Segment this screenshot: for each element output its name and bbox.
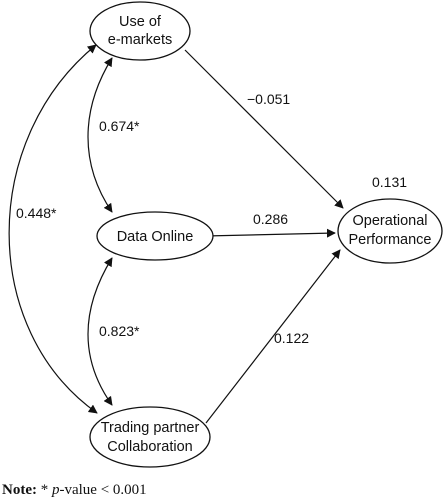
footnote-star: *: [40, 482, 49, 498]
footnote: Note: * p-value < 0.001: [2, 482, 147, 499]
path-diagram: Use of e-markets Data Online Trading par…: [8, 1, 443, 468]
corr-arc-emarkets-data: [87, 57, 113, 213]
label-trading-operational: 0.122: [274, 330, 309, 346]
node-emarkets: Use of e-markets: [89, 1, 191, 61]
corr-arc-data-trading: [87, 257, 113, 406]
footnote-label: Note:: [2, 482, 37, 498]
node-operational-line2: Performance: [348, 232, 431, 248]
label-data-operational: 0.286: [253, 211, 288, 227]
label-emarkets-operational: −0.051: [247, 91, 290, 107]
node-trading-line1: Trading partner: [101, 420, 200, 436]
label-corr-emarkets-trading: 0.448*: [16, 205, 57, 221]
node-data-online-label: Data Online: [117, 229, 194, 245]
path-emarkets-operational: [184, 49, 344, 209]
path-data-operational: [204, 228, 336, 238]
node-operational: Operational Performance: [337, 198, 443, 264]
footnote-rest: -value < 0.001: [59, 482, 147, 498]
node-emarkets-line1: Use of: [119, 14, 162, 30]
node-trading-line2: Collaboration: [107, 439, 192, 455]
node-trading: Trading partner Collaboration: [89, 406, 211, 468]
corr-arc-emarkets-trading: [8, 44, 98, 414]
node-emarkets-line2: e-markets: [108, 32, 172, 48]
label-corr-data-trading: 0.823*: [99, 323, 140, 339]
node-data-online: Data Online: [96, 211, 214, 261]
label-r-squared: 0.131: [372, 174, 407, 190]
label-corr-emarkets-data: 0.674*: [99, 118, 140, 134]
footnote-p: p: [51, 482, 60, 498]
path-trading-operational: [205, 249, 341, 424]
node-operational-line1: Operational: [353, 213, 428, 229]
